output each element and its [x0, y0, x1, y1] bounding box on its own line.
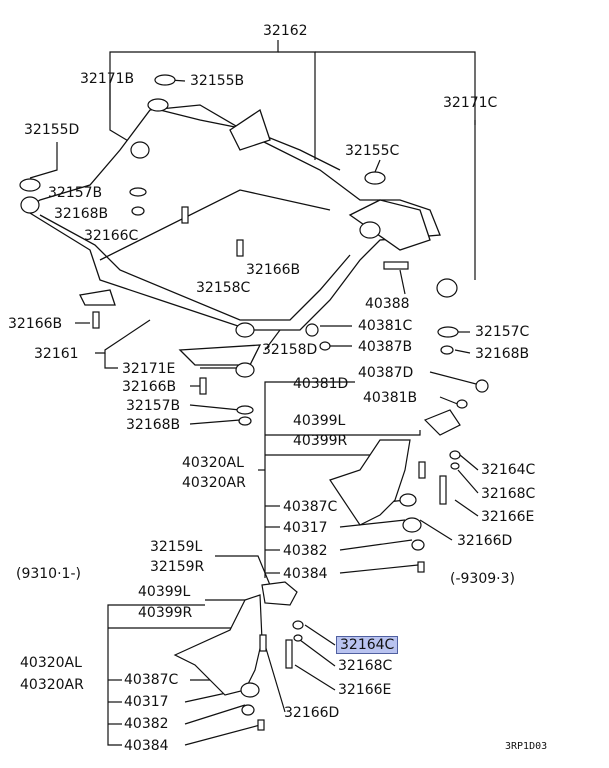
date-range-late: (-9309·3) — [450, 571, 515, 587]
label-32157B-top: 32157B — [48, 185, 103, 201]
label-40317-bottom: 40317 — [124, 694, 169, 710]
small-parts — [19, 74, 489, 731]
label-40381C: 40381C — [358, 318, 413, 334]
label-40320AL: 40320AL — [182, 455, 244, 471]
label-40399R: 40399R — [293, 433, 348, 449]
label-40384: 40384 — [283, 566, 328, 582]
label-40399R-bottom: 40399R — [138, 605, 193, 621]
label-40382-bottom: 40382 — [124, 716, 169, 732]
label-32166B-left: 32166B — [8, 316, 63, 332]
label-40384-bottom: 40384 — [124, 738, 169, 754]
label-32166E-bottom: 32166E — [338, 682, 392, 698]
bushing-32155B — [154, 74, 176, 86]
label-32168B-right: 32168B — [475, 346, 530, 362]
label-32166D-right: 32166D — [457, 533, 513, 549]
label-32166D-bottom: 32166D — [284, 705, 340, 721]
label-32168B-low: 32168B — [126, 417, 181, 433]
label-40381D: 40381D — [293, 376, 349, 392]
label-32168C-right: 32168C — [481, 486, 536, 502]
label-40317: 40317 — [283, 520, 328, 536]
label-40387D: 40387D — [358, 365, 414, 381]
label-32159L: 32159L — [150, 539, 203, 555]
label-32166C: 32166C — [84, 228, 139, 244]
label-40399L: 40399L — [293, 413, 346, 429]
label-32164C-right: 32164C — [481, 462, 536, 478]
label-32158D: 32158D — [262, 342, 318, 358]
label-40320AL-bottom: 40320AL — [20, 655, 82, 671]
label-32159R: 32159R — [150, 559, 205, 575]
label-32166E-right: 32166E — [481, 509, 535, 525]
label-40387B: 40387B — [358, 339, 413, 355]
label-32168B-top: 32168B — [54, 206, 109, 222]
label-32164C-highlighted[interactable]: 32164C — [336, 636, 399, 654]
label-40387C: 40387C — [283, 499, 338, 515]
label-40388: 40388 — [365, 296, 410, 312]
label-32155C: 32155C — [345, 143, 400, 159]
diagram-code: 3RP1D03 — [505, 741, 548, 752]
label-32171B: 32171B — [80, 71, 135, 87]
label-40382: 40382 — [283, 543, 328, 559]
label-40320AR: 40320AR — [182, 475, 246, 491]
subframe-drawing — [23, 104, 441, 366]
date-range-early: (9310·1-) — [16, 566, 81, 582]
label-32158C: 32158C — [196, 280, 251, 296]
label-32155B: 32155B — [190, 73, 245, 89]
label-32157C: 32157C — [475, 324, 530, 340]
label-40387C-bottom: 40387C — [124, 672, 179, 688]
label-32157B-low: 32157B — [126, 398, 181, 414]
label-40399L-bottom: 40399L — [138, 584, 191, 600]
label-32171E: 32171E — [122, 361, 176, 377]
label-32162: 32162 — [263, 23, 308, 39]
label-32168C-bottom: 32168C — [338, 658, 393, 674]
label-40381B: 40381B — [363, 390, 418, 406]
label-32161: 32161 — [34, 346, 79, 362]
bushing-32155D — [19, 178, 41, 192]
label-32155D: 32155D — [24, 122, 80, 138]
label-32166B-mid: 32166B — [246, 262, 301, 278]
label-32171C: 32171C — [443, 95, 498, 111]
label-40320AR-bottom: 40320AR — [20, 677, 84, 693]
label-32166B-low: 32166B — [122, 379, 177, 395]
